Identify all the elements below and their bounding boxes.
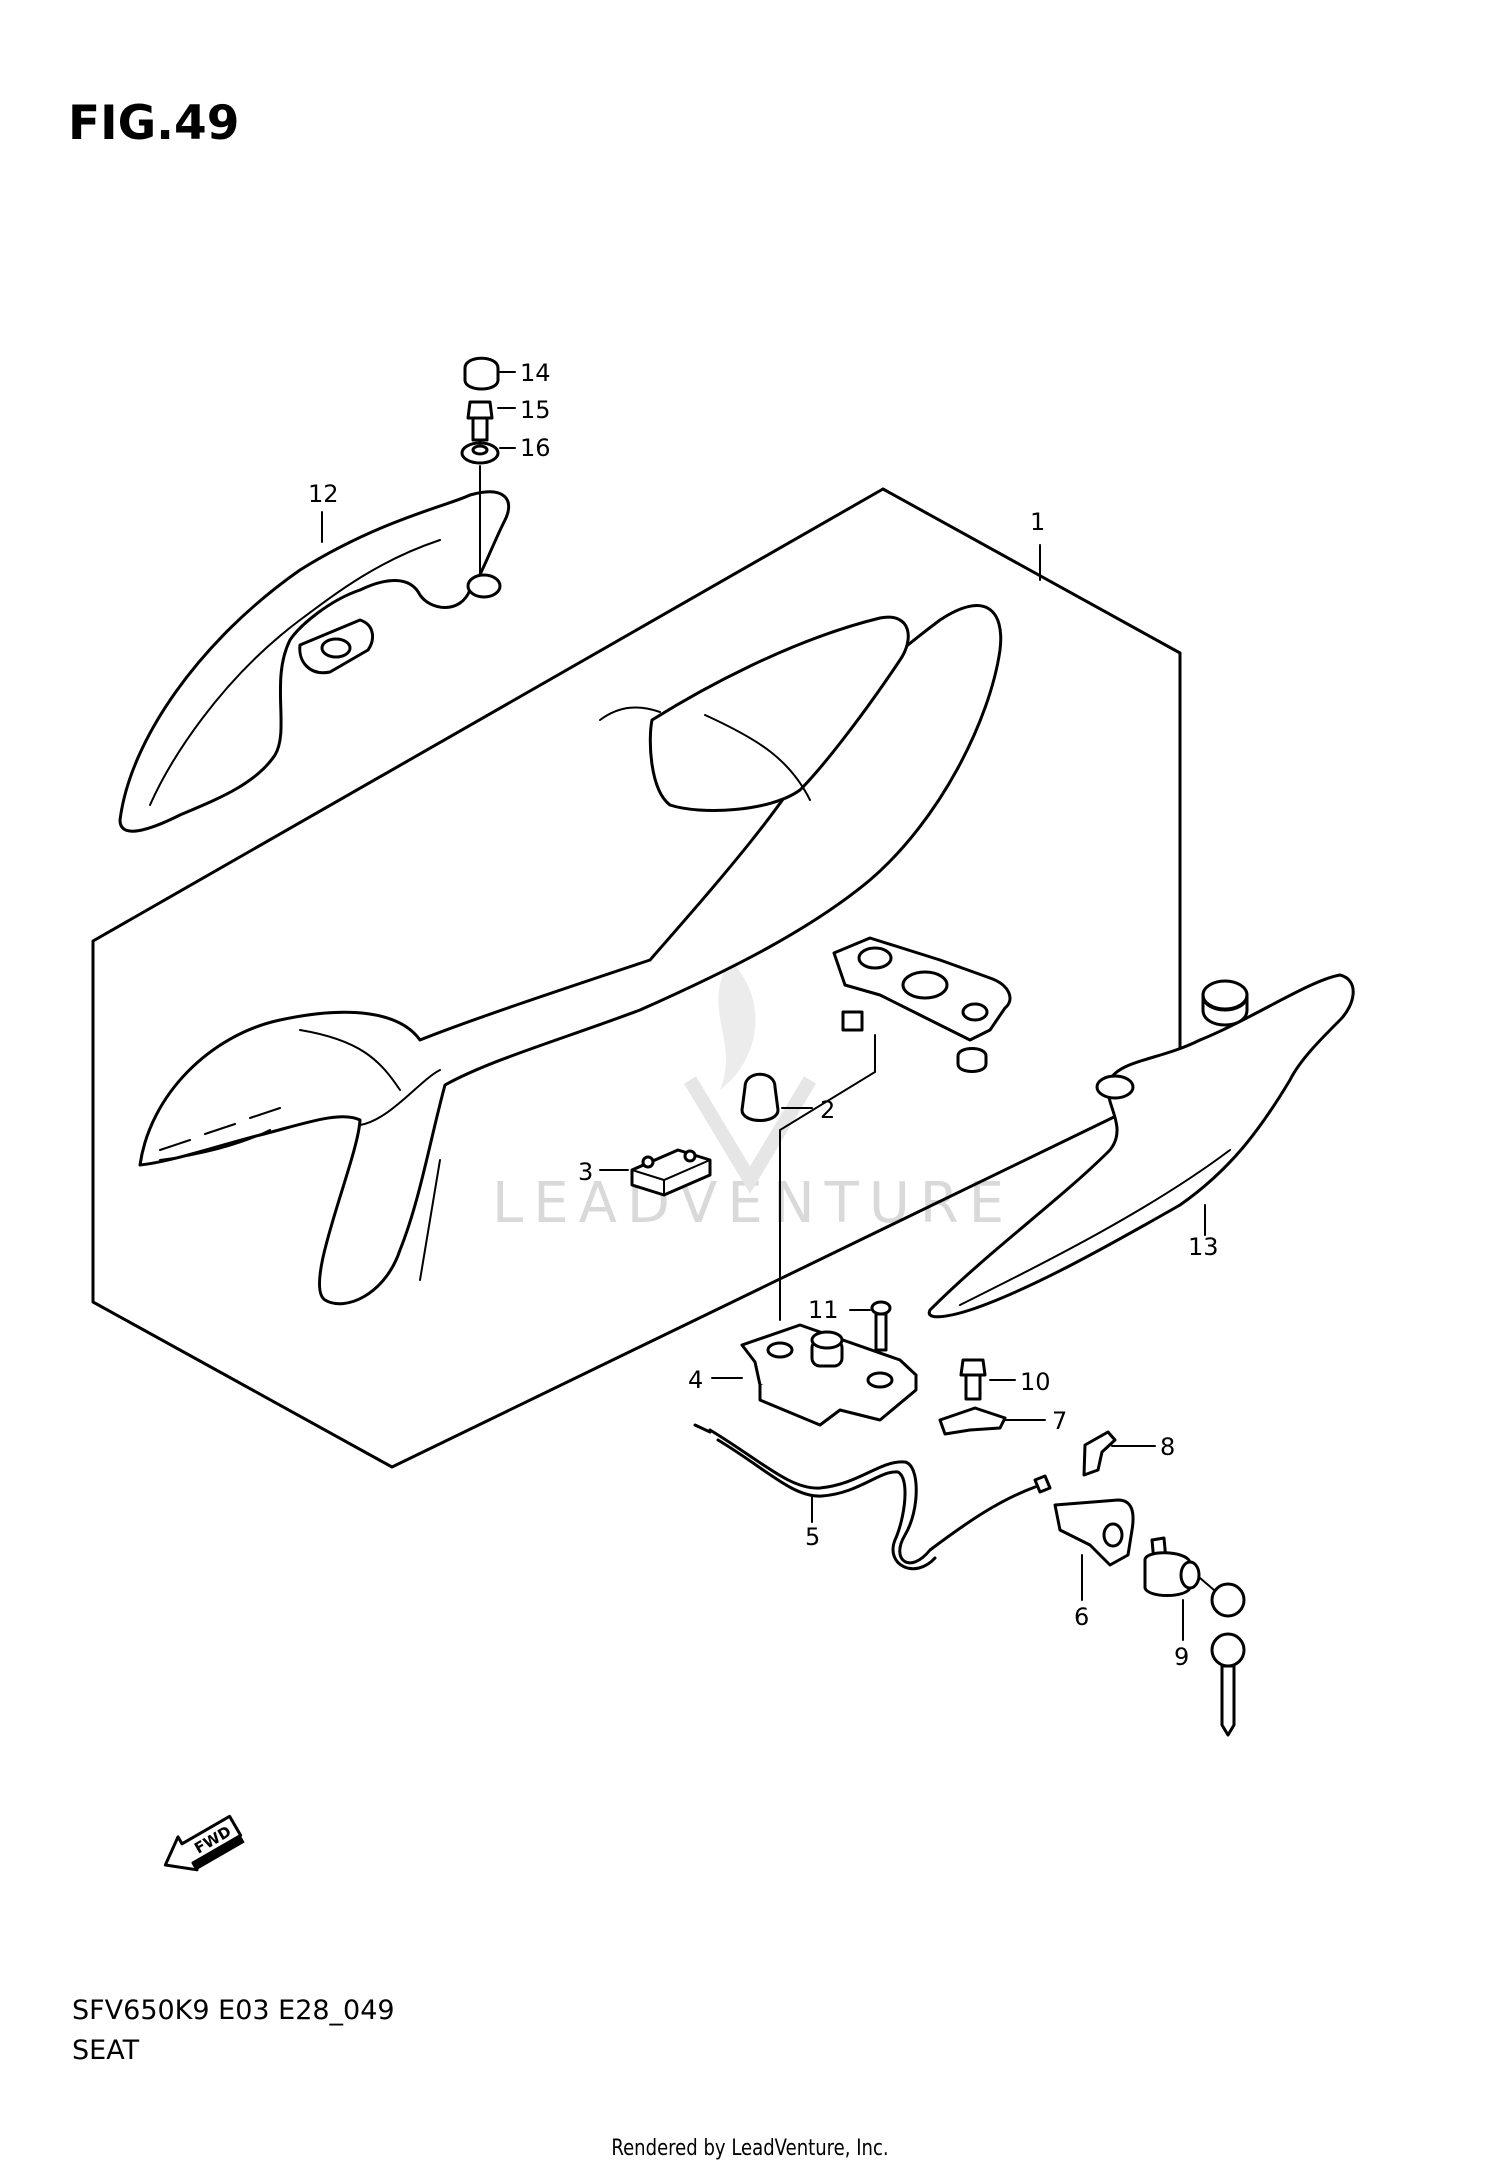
cable-part-5 (693, 1423, 1052, 1571)
bolt-part-15 (466, 400, 494, 442)
cushion-part-2 (740, 1072, 780, 1122)
buffer-part-3 (630, 1148, 712, 1197)
clamp-part-7 (938, 1406, 1007, 1436)
watermark-v-icon (683, 1076, 817, 1194)
callout-6: 6 (1074, 1603, 1089, 1631)
callout-16: 16 (520, 434, 551, 462)
callout-10: 10 (1020, 1368, 1051, 1396)
seat-group-box (91, 487, 1182, 1469)
callout-14: 14 (520, 359, 551, 387)
grab-handle-part-13 (927, 973, 1355, 1319)
grab-handle-part-12 (118, 490, 511, 833)
seat-lock-part-4 (740, 1323, 918, 1427)
callout-9: 9 (1174, 1643, 1189, 1671)
watermark-flame-icon (718, 960, 756, 1090)
callout-2: 2 (820, 1096, 835, 1124)
key-lock-part-9 (1143, 1536, 1246, 1737)
seat-bracket (832, 936, 1012, 1073)
clip-part-8 (1082, 1430, 1117, 1477)
callout-11: 11 (808, 1296, 839, 1324)
seat-part-1 (138, 604, 1003, 1306)
bracket-part-6 (1053, 1498, 1135, 1567)
leader-line-bracket-to-lock (779, 1034, 876, 1321)
forward-direction-arrow-icon: FWD (163, 1814, 245, 1872)
model-code: SFV650K9 E03 E28_049 (72, 1995, 395, 2026)
callout-1: 1 (1030, 508, 1045, 536)
callout-4: 4 (688, 1366, 703, 1394)
bolt-part-10 (959, 1358, 987, 1401)
figure-title: FIG.49 (68, 96, 240, 151)
callout-15: 15 (520, 396, 551, 424)
credit-text: Rendered by LeadVenture, Inc. (611, 2136, 889, 2161)
screw-part-11 (870, 1300, 892, 1352)
callout-3: 3 (578, 1158, 593, 1186)
callout-8: 8 (1160, 1433, 1175, 1461)
callout-13: 13 (1188, 1233, 1219, 1261)
cap-part-14 (463, 356, 500, 391)
callout-5: 5 (805, 1523, 820, 1551)
section-name: SEAT (72, 2035, 140, 2066)
washer-part-16 (460, 441, 500, 465)
callout-7: 7 (1052, 1407, 1067, 1435)
callout-12: 12 (308, 480, 339, 508)
